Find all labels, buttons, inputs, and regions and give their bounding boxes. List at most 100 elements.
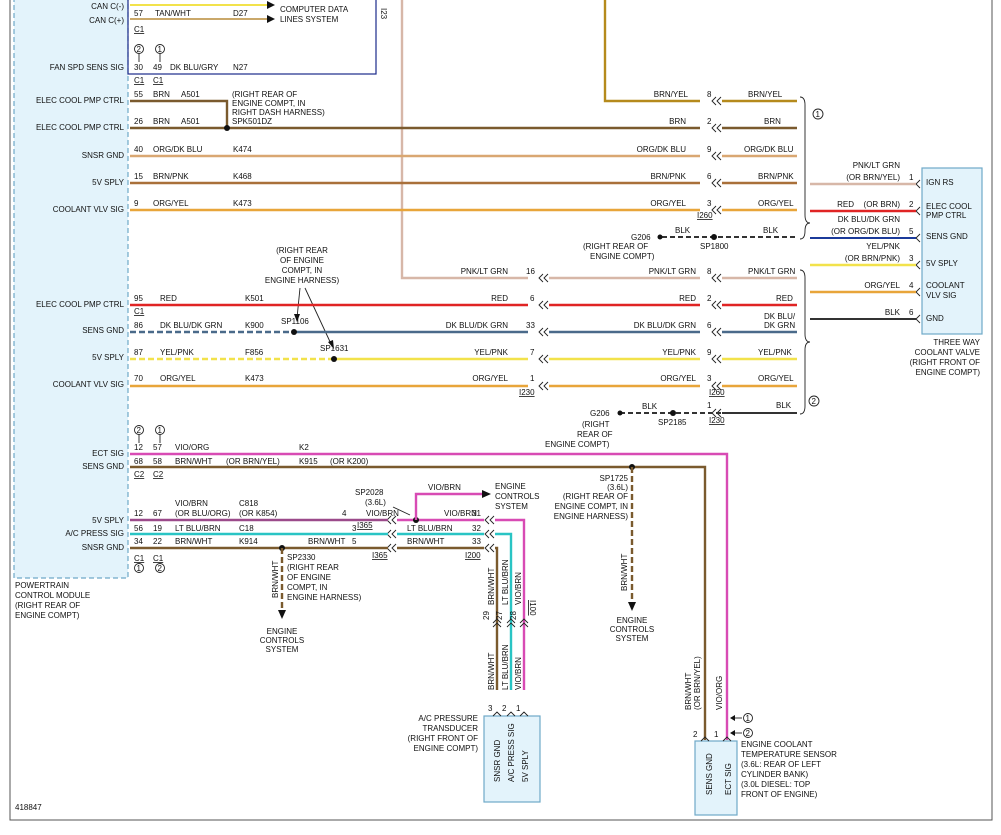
svg-text:ENGINE COMPT, IN: ENGINE COMPT, IN [555,502,629,511]
svg-text:CONTROLS: CONTROLS [495,492,539,501]
svg-text:BRN/WHT: BRN/WHT [487,568,496,605]
three-way-coolant-valve [921,167,983,335]
svg-text:VIO/BRN: VIO/BRN [366,509,399,518]
svg-text:33: 33 [472,537,481,546]
svg-text:SNSR GND: SNSR GND [493,740,502,782]
svg-text:G206: G206 [631,233,651,242]
svg-text:5: 5 [909,227,914,236]
svg-text:YEL/PNK: YEL/PNK [866,242,900,251]
can-cavity: D27 [233,9,248,18]
can-wire: TAN/WHT [155,9,191,18]
svg-text:PNK/LT GRN: PNK/LT GRN [461,267,508,276]
svg-text:RED: RED [679,294,696,303]
svg-text:C1: C1 [153,554,164,563]
svg-text:(RIGHT FRONT OF: (RIGHT FRONT OF [408,734,478,743]
svg-text:SP2330: SP2330 [287,553,316,562]
svg-text:2: 2 [746,729,751,738]
svg-text:I365: I365 [372,551,388,560]
svg-text:YEL/PNK: YEL/PNK [160,348,194,357]
svg-text:(OR BRN/PNK): (OR BRN/PNK) [845,254,900,263]
svg-text:RED: RED [837,200,854,209]
svg-text:BRN/WHT: BRN/WHT [175,457,212,466]
svg-text:C818: C818 [239,499,259,508]
svg-text:67: 67 [153,509,162,518]
svg-text:SNSR GND: SNSR GND [82,543,124,552]
svg-text:I365: I365 [357,521,373,530]
svg-text:1: 1 [158,45,163,54]
svg-text:ENGINE: ENGINE [495,482,526,491]
svg-text:BRN/WHT: BRN/WHT [271,561,280,598]
valve-pin-nums: 1 2 5 3 4 6 [909,173,914,317]
svg-text:F856: F856 [245,348,264,357]
svg-text:SNSR GND: SNSR GND [82,151,124,160]
svg-text:CYLINDER BANK): CYLINDER BANK) [741,770,808,779]
ac-pressure-transducer [483,715,541,803]
svg-text:RED: RED [491,294,508,303]
svg-text:29: 29 [482,611,491,620]
conn-circle-2 [155,44,165,54]
svg-text:ENGINE: ENGINE [617,616,648,625]
svg-text:POWERTRAIN: POWERTRAIN [15,581,69,590]
svg-text:BRN/WHT: BRN/WHT [684,673,693,710]
svg-text:ORG/YEL: ORG/YEL [650,199,686,208]
svg-text:58: 58 [153,457,162,466]
svg-text:LT BLU/BRN: LT BLU/BRN [501,559,510,605]
svg-text:1: 1 [909,173,914,182]
svg-text:ECT SIG: ECT SIG [724,763,733,795]
svg-text:1: 1 [746,714,751,723]
svg-text:K474: K474 [233,145,252,154]
svg-text:(OR BRN): (OR BRN) [864,200,901,209]
svg-text:ENGINE COMPT): ENGINE COMPT) [414,744,479,753]
splice-sp2185 [670,410,676,416]
svg-text:(OR K200): (OR K200) [330,457,369,466]
svg-text:56: 56 [134,524,143,533]
valve-name: THREE WAY COOLANT VALVE (RIGHT FRONT OF … [910,338,981,377]
svg-text:C1: C1 [153,76,164,85]
svg-text:(3.6L: REAR OF LEFT: (3.6L: REAR OF LEFT [741,760,821,769]
svg-text:1: 1 [516,704,521,713]
svg-text:I230: I230 [519,388,535,397]
inline-connector-5 [484,515,495,553]
svg-text:ORG/YEL: ORG/YEL [758,374,794,383]
valve-conn-glyphs [915,179,921,324]
svg-text:87: 87 [134,348,143,357]
svg-text:VIO/BRN: VIO/BRN [514,657,523,690]
svg-text:(OR ORG/DK BLU): (OR ORG/DK BLU) [831,227,900,236]
svg-text:BLK: BLK [885,308,901,317]
svg-text:C1: C1 [134,307,145,316]
svg-text:ELEC COOL PMP CTRL: ELEC COOL PMP CTRL [36,123,125,132]
inline-connector-3 [711,273,722,418]
pcm-name: POWERTRAIN CONTROL MODULE (RIGHT REAR OF… [15,581,90,620]
svg-text:OF ENGINE: OF ENGINE [287,573,331,582]
engine-controls-right: ENGINE CONTROLS SYSTEM [610,616,654,643]
svg-text:(3.0L DIESEL: TOP: (3.0L DIESEL: TOP [741,780,810,789]
svg-text:5V SPLY: 5V SPLY [926,259,959,268]
svg-text:SP1631: SP1631 [320,344,349,353]
svg-text:ORG/YEL: ORG/YEL [153,199,189,208]
svg-text:3: 3 [707,374,712,383]
svg-text:LT BLU/BRN: LT BLU/BRN [501,644,510,690]
svg-text:3: 3 [909,254,914,263]
svg-text:VIO/BRN: VIO/BRN [444,509,477,518]
svg-text:LT BLU/BRN: LT BLU/BRN [175,524,221,533]
svg-text:THREE WAY: THREE WAY [933,338,980,347]
svg-text:OF ENGINE: OF ENGINE [280,256,324,265]
svg-text:A/C PRESS SIG: A/C PRESS SIG [65,529,124,538]
svg-text:DK BLU/DK GRN: DK BLU/DK GRN [446,321,508,330]
svg-text:7: 7 [530,348,535,357]
svg-text:IGN RS: IGN RS [926,178,954,187]
svg-text:2: 2 [909,200,914,209]
svg-text:N27: N27 [233,63,248,72]
svg-text:31: 31 [472,509,481,518]
pcm-pin-can-plus: CAN C(+) [89,16,124,25]
svg-text:30: 30 [134,63,143,72]
svg-text:5V SPLY: 5V SPLY [92,516,125,525]
svg-text:1: 1 [530,374,535,383]
svg-text:BRN/WHT: BRN/WHT [308,537,345,546]
can-dest: COMPUTER DATA [280,5,349,14]
svg-text:DK GRN: DK GRN [764,321,795,330]
can-dest-2: LINES SYSTEM [280,15,339,24]
svg-text:2: 2 [502,704,507,713]
svg-text:BLK: BLK [776,401,792,410]
